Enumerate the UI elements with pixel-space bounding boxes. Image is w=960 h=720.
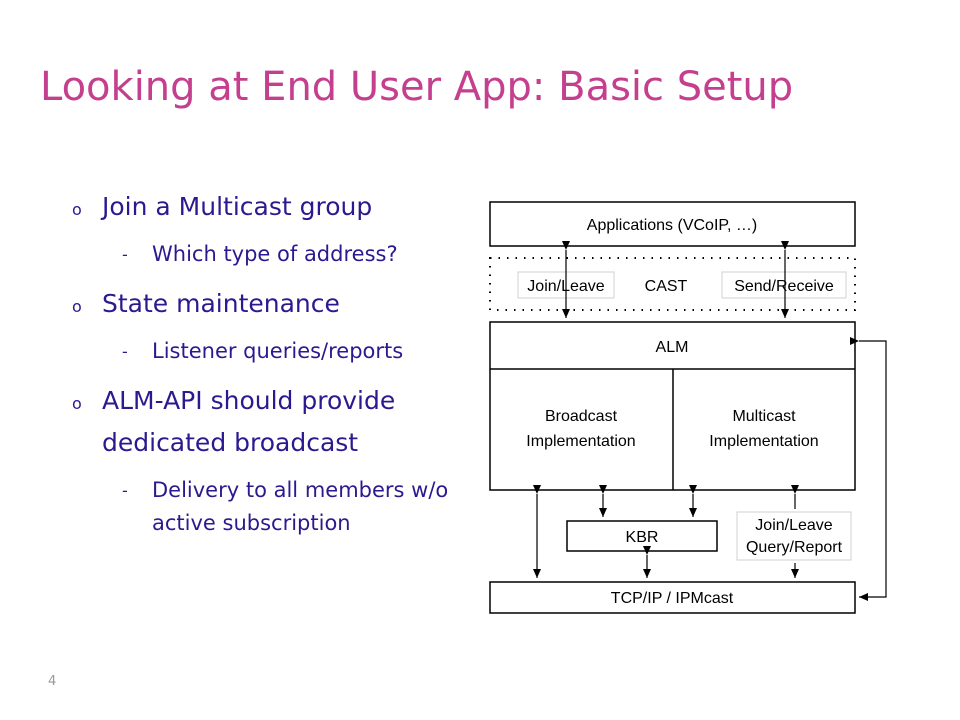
bullet-text: State maintenance [102,289,340,318]
sub-bullet-text: Which type of address? [152,242,398,266]
tcpip-label: TCP/IP / IPMcast [611,590,734,607]
applications-box [489,201,856,247]
join-leave-2-label: Join/Leave [755,517,832,534]
applications-label: Applications (VCoIP, …) [587,217,757,234]
broadcast-label-1: Broadcast [545,408,618,425]
broadcast-label-2: Implementation [526,433,635,450]
sub-bullet-item: - Listener queries/reports [72,335,472,368]
sub-bullet-marker: - [122,342,128,361]
cast-band [489,257,856,311]
query-report-label: Query/Report [746,539,843,556]
bullet-item: o State maintenance [72,283,472,325]
multicast-label-2: Implementation [709,433,818,450]
sub-bullet-item: - Delivery to all members w/o active sub… [72,474,472,540]
kbr-box [566,520,718,552]
bullet-marker: o [72,200,82,219]
bullet-item: o ALM-API should provide dedicated broad… [72,380,472,464]
sub-bullet-text: Listener queries/reports [152,339,404,363]
kbr-label: KBR [626,529,659,546]
alm-label: ALM [656,339,689,356]
send-receive-label: Send/Receive [734,278,834,295]
bullet-text: ALM-API should provide dedicated broadca… [102,386,396,457]
bullet-item: o Join a Multicast group [72,186,472,228]
tcpip-box [489,581,856,614]
slide-title: Looking at End User App: Basic Setup [40,64,794,110]
bullet-list: o Join a Multicast group - Which type of… [72,186,472,552]
slide-number: 4 [48,674,57,689]
multicast-label-1: Multicast [732,408,796,425]
bullet-marker: o [72,394,82,413]
sub-bullet-marker: - [122,481,128,500]
sub-bullet-marker: - [122,245,128,264]
bullet-marker: o [72,297,82,316]
sub-bullet-text: Delivery to all members w/o active subsc… [152,478,449,535]
join-query-box [736,511,852,561]
cast-label: CAST [645,278,688,295]
arrow-alm-tcpip-loop [850,337,887,601]
bullet-text: Join a Multicast group [102,192,373,221]
sub-bullet-item: - Which type of address? [72,238,472,271]
